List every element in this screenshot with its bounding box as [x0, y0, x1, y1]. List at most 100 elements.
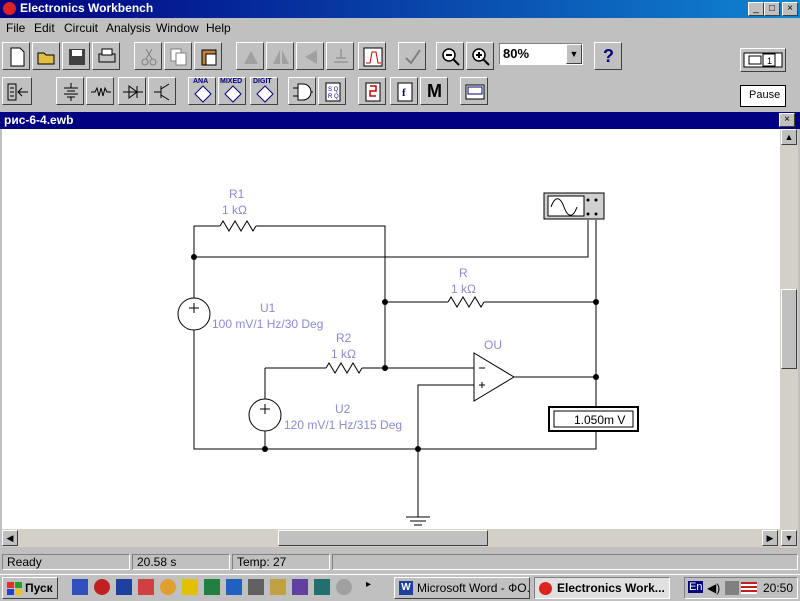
copy-button[interactable]	[164, 42, 192, 70]
task-electronics-workbench[interactable]: Electronics Work...	[534, 577, 670, 599]
logic-gate-icon	[293, 83, 313, 101]
circuit-canvas[interactable]: R1 1 kΩ R 1 kΩ R2 1 kΩ U1 100 mV/1 Hz/30…	[2, 129, 780, 529]
speaker-icon[interactable]: ◀)	[707, 581, 721, 595]
paste-button[interactable]	[194, 42, 222, 70]
zoom-in-button[interactable]	[466, 42, 494, 70]
analog-ic-bin-button[interactable]: ANA	[188, 77, 216, 105]
power-switch[interactable]: 1	[740, 48, 786, 72]
chevron-down-icon[interactable]: ▼	[566, 44, 582, 64]
graph-button[interactable]	[358, 42, 386, 70]
horizontal-scroll-thumb[interactable]	[278, 530, 488, 546]
junctions	[191, 254, 599, 452]
svg-text:R Q: R Q	[328, 94, 339, 100]
language-indicator[interactable]: En	[688, 581, 704, 593]
quick-launch-icon-13[interactable]	[336, 579, 352, 595]
wire-top	[194, 225, 386, 368]
scroll-up-button[interactable]: ▲	[781, 129, 797, 145]
analog-ic-label: ANA	[193, 78, 209, 85]
help-label: ?	[603, 46, 614, 66]
zoom-in-icon	[472, 48, 490, 66]
flip-vertical-icon	[305, 50, 317, 64]
scroll-right-button[interactable]: ▶	[762, 530, 778, 546]
voltmeter[interactable]	[548, 406, 639, 432]
sources-bin-button[interactable]	[56, 77, 84, 105]
flip-flop-icon: S QR Q	[325, 82, 341, 102]
save-button[interactable]	[62, 42, 90, 70]
zoom-value: 80%	[503, 46, 530, 61]
minimize-button[interactable]: _	[748, 2, 764, 16]
printer-icon	[98, 48, 116, 63]
status-temp: Temp: 27	[232, 554, 330, 570]
quick-launch-icon-4[interactable]	[138, 579, 154, 595]
quick-launch-icon-11[interactable]	[292, 579, 308, 595]
menu-help[interactable]: Help	[206, 21, 231, 35]
quick-launch-icon-5[interactable]	[160, 579, 176, 595]
analog-ic-icon	[194, 85, 212, 103]
cut-button[interactable]	[134, 42, 162, 70]
flip-vertical-button[interactable]	[296, 42, 324, 70]
basic-bin-button[interactable]	[86, 77, 114, 105]
resistor-r	[447, 296, 485, 308]
component-properties-button[interactable]	[398, 42, 426, 70]
controls-bin-button[interactable]: f	[390, 77, 418, 105]
favorites-bin-button[interactable]	[2, 77, 32, 105]
maximize-button[interactable]: □	[764, 2, 780, 16]
logic-gates-bin-button[interactable]	[288, 77, 316, 105]
quick-launch-icon-2[interactable]	[94, 579, 110, 595]
digital-ic-bin-button[interactable]: DIGIT	[250, 77, 278, 105]
clipboard-icon	[201, 49, 217, 66]
miscellaneous-bin-button[interactable]: M	[420, 77, 448, 105]
open-button[interactable]	[32, 42, 60, 70]
quick-launch-icon-10[interactable]	[270, 579, 286, 595]
taskbar: Пуск ▸ W Microsoft Word - ФО... Electron…	[0, 574, 800, 601]
subcircuit-button[interactable]	[326, 42, 354, 70]
vertical-scrollbar[interactable]: ▲ ▼	[780, 129, 798, 548]
pause-button[interactable]: Pause	[740, 85, 786, 107]
menu-circuit[interactable]: Circuit	[64, 21, 99, 35]
start-button[interactable]: Пуск	[2, 577, 58, 599]
menu-analysis[interactable]: Analysis	[106, 21, 151, 35]
horizontal-scrollbar[interactable]: ◀ ▶	[2, 529, 780, 547]
word-icon: W	[399, 581, 413, 595]
transistors-bin-button[interactable]	[148, 77, 176, 105]
diodes-bin-button[interactable]	[118, 77, 146, 105]
indicators-bin-button[interactable]	[358, 77, 386, 105]
quick-launch-icon-3[interactable]	[116, 579, 132, 595]
chevron-right-icon[interactable]: ▸	[366, 579, 372, 590]
menu-file[interactable]: File	[6, 21, 26, 35]
zoom-select[interactable]: 80% ▼	[499, 43, 583, 65]
task-ewb-label: Electronics Work...	[557, 581, 665, 595]
new-file-icon	[10, 47, 25, 67]
instruments-bin-button[interactable]	[460, 77, 488, 105]
mixed-ic-label: MIXED	[220, 78, 243, 85]
scroll-left-button[interactable]: ◀	[2, 530, 18, 546]
help-button[interactable]: ?	[594, 42, 622, 70]
quick-launch-icon-12[interactable]	[314, 579, 330, 595]
app-title-bar: Electronics Workbench _ □ ×	[0, 0, 800, 18]
quick-launch-icon-6[interactable]	[182, 579, 198, 595]
document-close-button[interactable]: ×	[779, 113, 795, 127]
app-title: Electronics Workbench	[20, 1, 154, 15]
zoom-out-button[interactable]	[436, 42, 464, 70]
quick-launch-icon-1[interactable]	[72, 579, 88, 595]
new-button[interactable]	[2, 42, 30, 70]
menu-edit[interactable]: Edit	[34, 21, 55, 35]
quick-launch-icon-9[interactable]	[248, 579, 264, 595]
menu-window[interactable]: Window	[156, 21, 199, 35]
print-button[interactable]	[92, 42, 120, 70]
scroll-down-button[interactable]: ▼	[781, 530, 797, 546]
task-microsoft-word[interactable]: W Microsoft Word - ФО...	[394, 577, 530, 599]
vertical-scroll-thumb[interactable]	[781, 289, 797, 369]
flag-icon[interactable]	[741, 582, 757, 594]
network-icon[interactable]	[725, 581, 739, 595]
mixed-ic-bin-button[interactable]: MIXED	[218, 77, 246, 105]
quick-launch-icon-8[interactable]	[226, 579, 242, 595]
rotate-button[interactable]	[236, 42, 264, 70]
close-button[interactable]: ×	[782, 2, 798, 16]
oscilloscope[interactable]	[543, 192, 605, 220]
status-ready: Ready	[2, 554, 130, 570]
copy-icon	[170, 48, 187, 66]
quick-launch-icon-7[interactable]	[204, 579, 220, 595]
flip-horizontal-button[interactable]	[266, 42, 294, 70]
